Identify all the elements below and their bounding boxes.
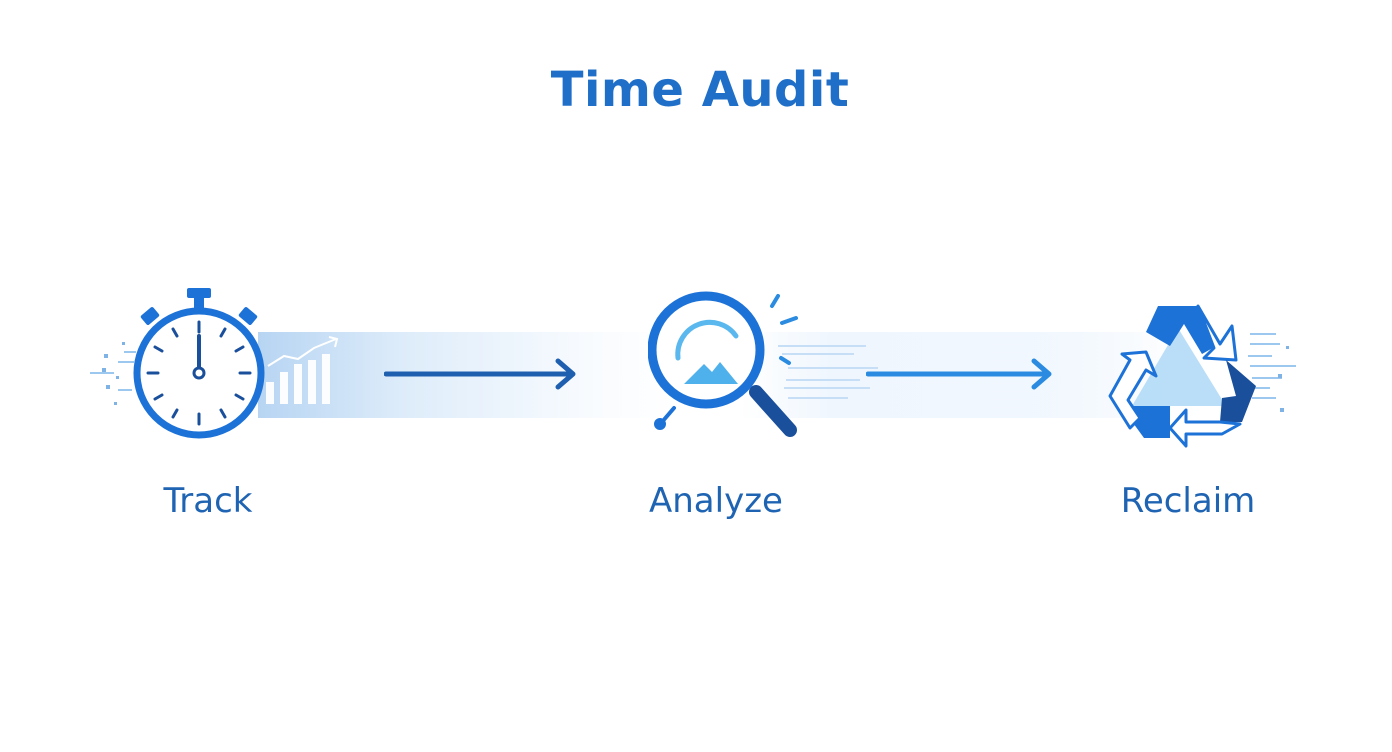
- step-label-reclaim: Reclaim: [1120, 481, 1256, 521]
- magnifier-icon: [647, 288, 888, 448]
- arrow-right-icon: [383, 358, 580, 390]
- step-label-analyze: Analyze: [649, 481, 783, 521]
- step-label-track: Track: [163, 481, 253, 521]
- arrow-right-icon: [865, 358, 1056, 390]
- recycle-icon: [1100, 298, 1306, 456]
- page-title: Time Audit: [550, 62, 850, 118]
- stopwatch-icon: [86, 284, 356, 446]
